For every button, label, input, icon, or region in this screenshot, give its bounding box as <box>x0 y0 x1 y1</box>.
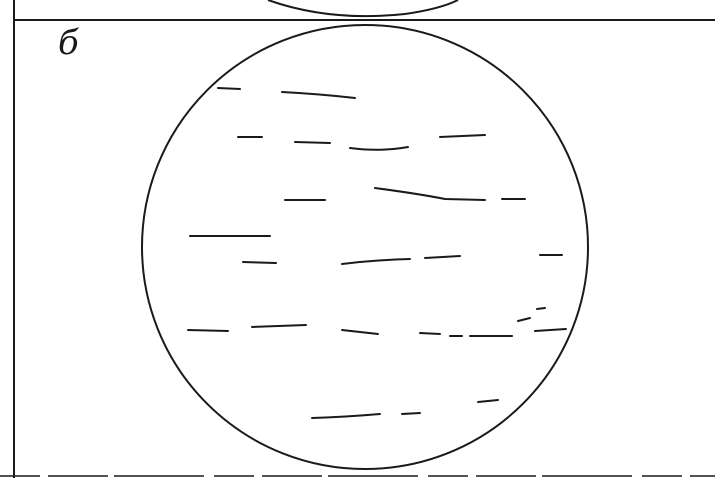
streak <box>342 330 378 334</box>
streak <box>350 147 408 150</box>
streak <box>188 330 228 331</box>
streak <box>425 256 460 258</box>
streak <box>537 308 545 309</box>
streak <box>518 318 530 321</box>
streak <box>282 92 355 98</box>
panel-label: б <box>58 26 79 60</box>
streak <box>342 259 410 264</box>
streak <box>243 262 276 263</box>
streak <box>535 329 566 331</box>
streak <box>420 333 440 334</box>
field-circle <box>142 25 588 469</box>
streak <box>402 413 420 414</box>
streak <box>295 142 330 143</box>
previous-panel-circle-arc <box>268 0 458 16</box>
streak <box>440 135 485 137</box>
streak <box>312 414 380 418</box>
streak <box>218 88 240 89</box>
streak <box>478 400 498 402</box>
streak <box>252 325 306 327</box>
inclusion-streaks <box>188 88 566 418</box>
streak <box>375 188 485 200</box>
